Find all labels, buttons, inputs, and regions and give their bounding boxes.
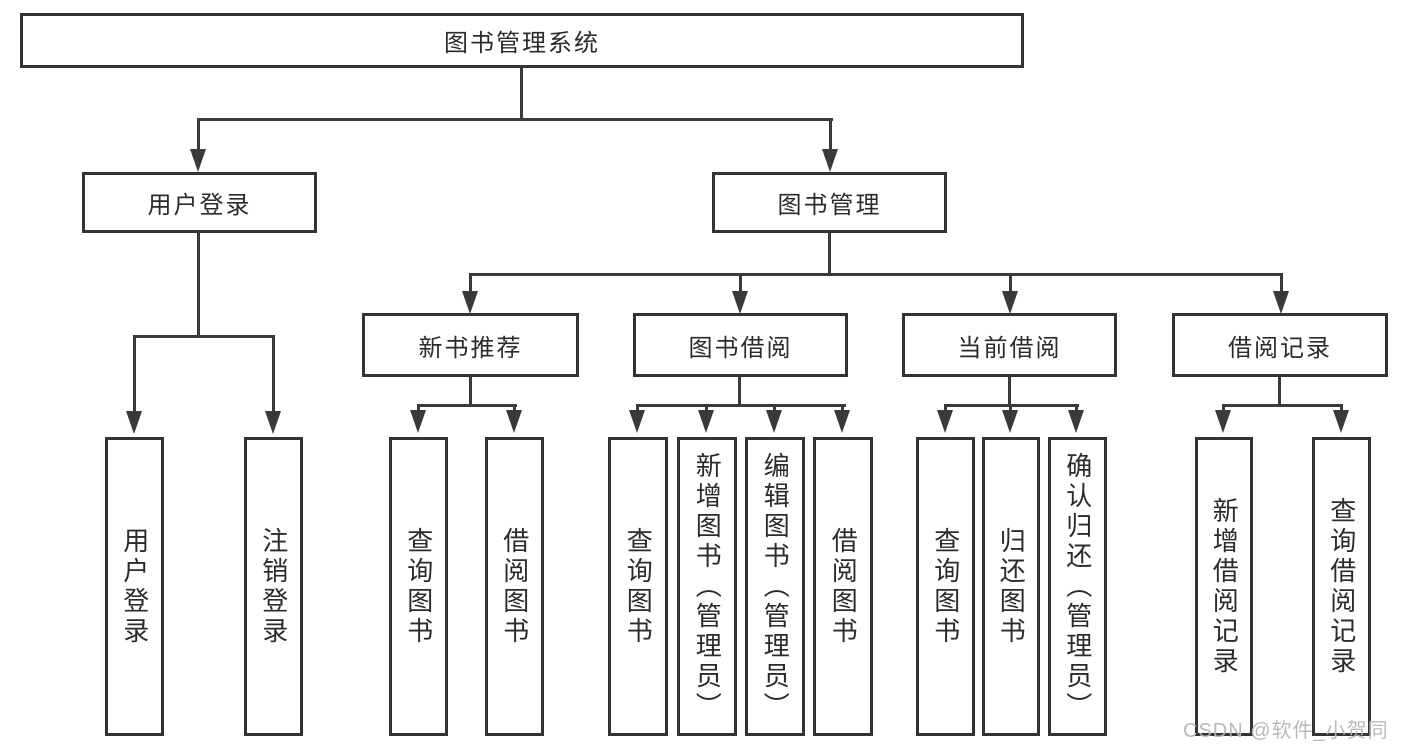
arrow-down-icon: [1002, 410, 1018, 433]
connector-cb-drop: [1009, 404, 1012, 414]
leaf-user-login: 用户登录: [105, 437, 164, 736]
arrow-down-icon: [190, 149, 206, 172]
arrow-down-icon: [1068, 410, 1084, 433]
node-book-management: 图书管理: [712, 172, 947, 233]
leaf-br-query-record: 查询借阅记录: [1312, 437, 1371, 736]
connector-root-drop-left: [197, 118, 200, 152]
arrow-down-icon: [462, 291, 478, 314]
arrow-down-icon: [1333, 410, 1349, 433]
connector-cb-drop: [1075, 404, 1078, 414]
leaf-cb-return-book: 归还图书: [982, 437, 1040, 736]
arrow-down-icon: [937, 410, 953, 433]
arrow-down-icon: [265, 411, 281, 434]
arrow-down-icon: [126, 411, 142, 434]
leaf-bb-edit-book-admin: 编辑图书（管理员）: [745, 437, 805, 736]
connector-bookmgmt-drop: [469, 273, 472, 293]
connector-nbr-drop: [417, 404, 420, 414]
connector-bb-drop: [705, 404, 708, 414]
connector-nbr-horizontal: [417, 404, 517, 407]
connector-userlogin-drop: [272, 335, 275, 413]
connector-bb-drop: [773, 404, 776, 414]
leaf-nbr-query-book: 查询图书: [389, 437, 448, 736]
connector-cb-drop: [944, 404, 947, 414]
connector-bb-stem: [738, 377, 741, 407]
arrow-down-icon: [1273, 291, 1289, 314]
connector-root-drop-right: [829, 118, 832, 152]
connector-root-stem: [520, 68, 523, 121]
arrow-down-icon: [698, 410, 714, 433]
connector-userlogin-drop: [133, 335, 136, 413]
connector-bookmgmt-drop: [739, 273, 742, 293]
connector-bb-horizontal: [636, 404, 846, 407]
leaf-nbr-borrow-book: 借阅图书: [485, 437, 544, 736]
connector-bookmgmt-horizontal: [469, 273, 1283, 276]
connector-bookmgmt-stem: [828, 233, 831, 276]
node-book-borrow: 图书借阅: [633, 313, 848, 377]
csdn-watermark: CSDN @软件_小贺同学: [1183, 720, 1389, 742]
arrow-down-icon: [629, 410, 645, 433]
node-user-login: 用户登录: [82, 172, 317, 233]
connector-cb-stem: [1008, 377, 1011, 407]
leaf-br-add-record: 新增借阅记录: [1195, 437, 1253, 736]
leaf-bb-query-book: 查询图书: [608, 437, 668, 736]
connector-userlogin-horizontal: [133, 335, 275, 338]
leaf-logout: 注销登录: [244, 437, 303, 736]
connector-bookmgmt-drop: [1280, 273, 1283, 293]
arrow-down-icon: [732, 291, 748, 314]
leaf-bb-add-book-admin: 新增图书（管理员）: [677, 437, 737, 736]
node-new-book-recommend: 新书推荐: [362, 313, 579, 377]
arrow-down-icon: [766, 410, 782, 433]
arrow-down-icon: [410, 410, 426, 433]
arrow-down-icon: [1002, 291, 1018, 314]
leaf-bb-borrow-book: 借阅图书: [813, 437, 873, 736]
connector-br-drop: [1340, 404, 1343, 414]
arrow-down-icon: [506, 410, 522, 433]
leaf-cb-confirm-return-admin: 确认归还（管理员）: [1048, 437, 1107, 736]
connector-nbr-stem: [469, 377, 472, 407]
connector-userlogin-stem: [197, 232, 200, 338]
connector-nbr-drop: [513, 404, 516, 414]
connector-br-drop: [1222, 404, 1225, 414]
node-current-borrow: 当前借阅: [902, 313, 1117, 377]
leaf-cb-query-book: 查询图书: [916, 437, 975, 736]
connector-bb-drop: [636, 404, 639, 414]
connector-bookmgmt-drop: [1009, 273, 1012, 293]
arrow-down-icon: [822, 149, 838, 172]
arrow-down-icon: [1215, 410, 1231, 433]
node-root: 图书管理系统: [20, 13, 1024, 68]
arrow-down-icon: [834, 410, 850, 433]
connector-root-horizontal: [197, 118, 833, 121]
connector-br-stem: [1278, 377, 1281, 407]
node-borrow-records: 借阅记录: [1172, 313, 1388, 377]
connector-bb-drop: [841, 404, 844, 414]
connector-br-horizontal: [1222, 404, 1343, 407]
